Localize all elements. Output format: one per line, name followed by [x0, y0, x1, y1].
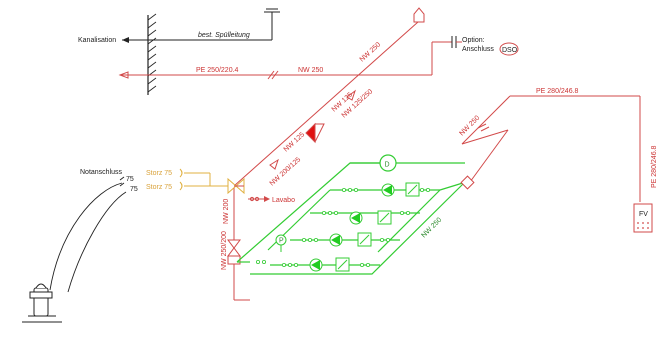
label-nw250-200: NW 250/200 — [221, 231, 228, 270]
label-nw250-main: NW 250 — [298, 67, 323, 74]
label-nw125-a: NW 125 — [283, 131, 307, 153]
flow-arrow-icon — [264, 196, 270, 202]
main-outflow-pipe — [120, 41, 452, 80]
label-pe-main: PE 250/220.4 — [196, 67, 239, 74]
label-spuelleitung: best. Spülleitung — [198, 32, 250, 39]
label-nw250-riser: NW 250 — [359, 41, 383, 63]
label-p: P — [279, 238, 284, 245]
label-pe280-right: PE 280/246.8 — [651, 145, 658, 188]
storz-connection-pipe — [179, 168, 228, 191]
lavabo-branch — [248, 196, 264, 202]
label-anschluss: Anschluss — [462, 46, 494, 53]
label-kanalisation: Kanalisation — [78, 37, 116, 44]
label-nw200-125: NW 200/125 — [269, 156, 303, 187]
control-box-icon — [633, 203, 653, 233]
flow-arrow-icon — [118, 71, 129, 79]
label-lavabo: Lavabo — [272, 197, 295, 204]
pump-4 — [309, 257, 350, 272]
gate-valve-icon — [305, 122, 325, 144]
label-pe280-top: PE 280/246.8 — [536, 88, 579, 95]
dso-badge — [499, 42, 519, 56]
pump-3 — [329, 232, 372, 247]
label-fv: FV — [639, 211, 648, 218]
label-d: D — [385, 162, 390, 169]
check-valve-icon — [346, 89, 356, 101]
fittings — [255, 187, 430, 267]
label-hose-75-a: 75 — [126, 176, 134, 183]
gate-valve-icon — [227, 239, 241, 265]
roof-vent-icon — [413, 7, 425, 23]
capacitor-icon — [451, 36, 457, 48]
label-option: Option: — [462, 37, 485, 44]
label-storz-2: Storz 75 — [146, 184, 172, 191]
label-nw250-upper: NW 250 — [458, 115, 481, 138]
flushing-line — [122, 8, 280, 41]
pump-2 — [349, 210, 392, 225]
flow-arrow-icon — [122, 37, 129, 43]
label-notanschluss: Notanschluss — [80, 169, 123, 176]
label-hose-75-b: 75 — [130, 186, 138, 193]
pe280-pipe — [461, 95, 641, 202]
pump-1 — [381, 182, 420, 197]
sewer-wall — [147, 13, 157, 95]
label-dso: DSO — [502, 47, 518, 54]
hydrant-icon — [22, 283, 62, 323]
d-badge — [379, 154, 397, 172]
label-nw250-green: NW 250 — [420, 217, 443, 240]
check-valve-icon — [269, 158, 279, 170]
label-nw200: NW 200 — [223, 199, 230, 224]
emergency-hose — [49, 176, 127, 293]
connection-box — [460, 175, 475, 190]
label-storz-1: Storz 75 — [146, 170, 172, 177]
gate-valve-icon — [227, 177, 245, 195]
pressure-gauge-icon — [275, 234, 287, 252]
